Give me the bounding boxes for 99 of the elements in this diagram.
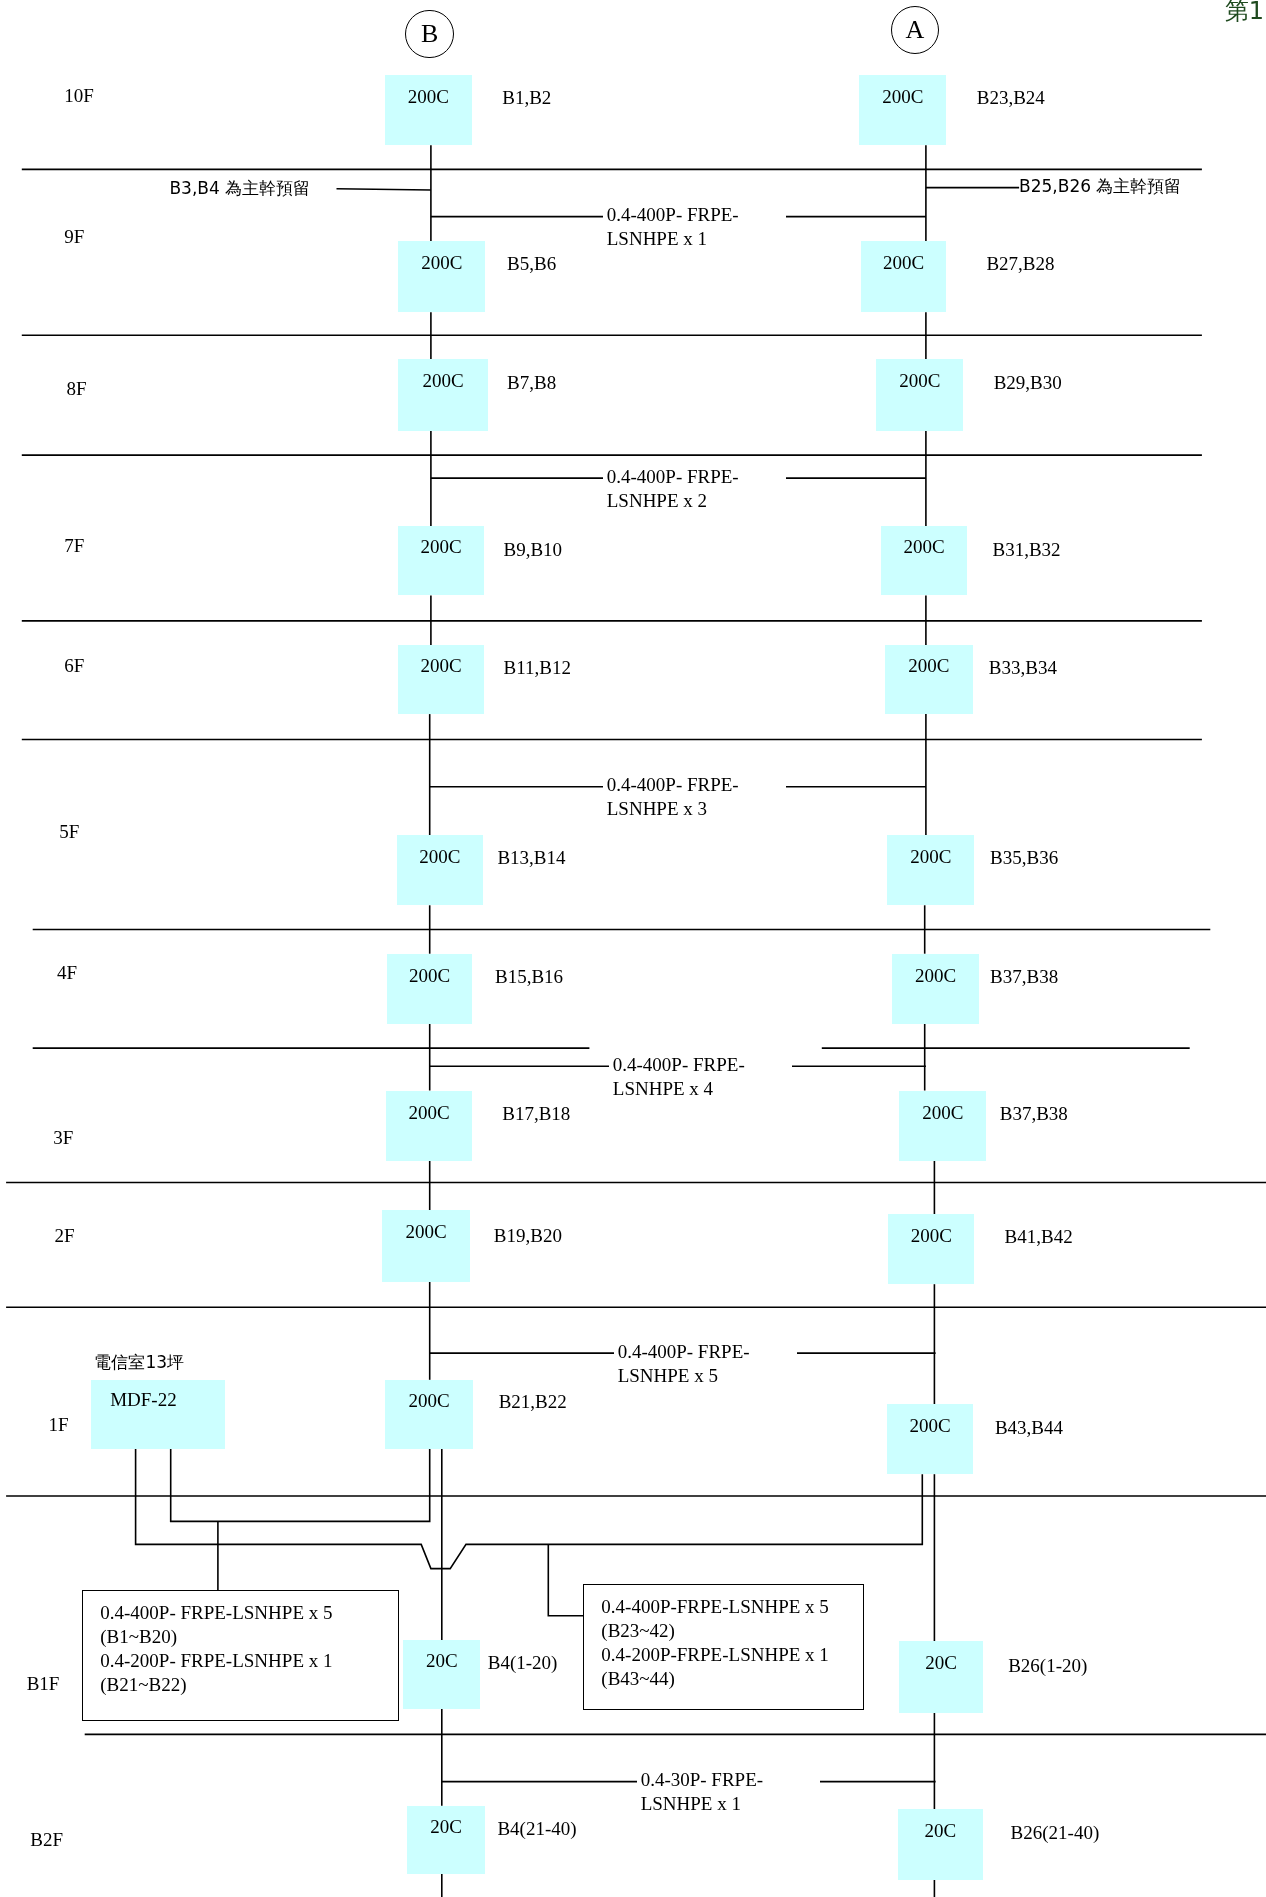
riser-cable — [428, 1280, 431, 1381]
riser-cable — [933, 1159, 936, 1215]
distribution-box: 200C — [881, 526, 968, 596]
cable-spec-text: 0.4-400P- FRPE-LSNHPE x 5 (B1~B20) — [100, 1601, 334, 1650]
floor-label: 7F — [64, 534, 85, 557]
cable-pair-label: B35,B36 — [990, 847, 1059, 870]
note-text: B25,B26 為主幹預留 — [1019, 175, 1182, 200]
cable-pair-label: B26(21-40) — [1010, 1821, 1100, 1844]
cable-pair-label: B37,B38 — [990, 965, 1059, 988]
riser-cable — [430, 594, 432, 646]
room-heading: 電信室13坪 — [94, 1350, 185, 1374]
distribution-box: 200C — [398, 645, 485, 715]
cable-pair-label: B21,B22 — [498, 1390, 567, 1413]
floor-label: 6F — [64, 654, 85, 677]
cable-pair-label: B27,B28 — [986, 252, 1055, 275]
leader-line — [335, 188, 432, 191]
cable-pair-label: B9,B10 — [503, 538, 563, 561]
cable-pair-label: B41,B42 — [1004, 1226, 1073, 1249]
riser-cable — [441, 1872, 443, 1897]
riser-cable — [925, 430, 927, 528]
cable-pair-label: B5,B6 — [507, 252, 557, 275]
cable-pair-label: B43,B44 — [994, 1417, 1063, 1440]
floor-label: B2F — [30, 1828, 63, 1851]
distribution-box: 200C — [899, 1090, 987, 1161]
riser-cable — [428, 904, 431, 955]
riser-cable — [923, 1023, 926, 1092]
floor-label: 1F — [48, 1413, 69, 1436]
riser-cable — [925, 144, 927, 242]
floor-label: 10F — [64, 84, 94, 107]
floor-label: 3F — [53, 1126, 74, 1149]
cable-pair-label: B29,B30 — [993, 371, 1062, 394]
cable-pair-label: B1,B2 — [502, 87, 552, 110]
distribution-box: 200C — [386, 1090, 472, 1161]
leader-line — [217, 1520, 219, 1592]
cable-pair-label: B26(1-20) — [1008, 1654, 1088, 1677]
distribution-box: 20C — [403, 1640, 481, 1709]
floor-label: 9F — [64, 226, 85, 249]
cable-pair-label: B11,B12 — [503, 657, 571, 680]
distribution-box: 200C — [859, 75, 947, 146]
cable-pair-label: B4(1-20) — [487, 1652, 558, 1675]
riser-cable — [430, 430, 432, 528]
cable-pair-label: B7,B8 — [507, 371, 557, 394]
distribution-box: 200C — [398, 359, 488, 431]
distribution-box: 200C — [397, 835, 483, 906]
cable-pair-label: B37,B38 — [999, 1102, 1068, 1125]
distribution-box: 200C — [860, 240, 947, 313]
distribution-box: 200C — [398, 240, 486, 313]
riser-cable — [925, 594, 927, 646]
cable-pair-label: B17,B18 — [502, 1102, 571, 1125]
distribution-box: 200C — [382, 1210, 470, 1282]
floor-label: B1F — [26, 1672, 60, 1695]
riser-cable — [933, 1711, 936, 1811]
riser-cable — [428, 1023, 431, 1092]
cable-spec-text: 0.4-200P- FRPE-LSNHPE x 1 (B21~B22) — [100, 1649, 334, 1698]
riser-cable — [933, 1473, 936, 1642]
distribution-box: 200C — [876, 359, 964, 431]
cable-pair-label: B23,B24 — [976, 87, 1045, 110]
leader-line — [925, 186, 1020, 189]
distribution-box: 200C — [387, 953, 472, 1024]
distribution-box: 200C — [887, 1403, 974, 1475]
distribution-box: 200C — [398, 526, 485, 596]
floor-label: 4F — [56, 962, 77, 985]
riser-cable — [923, 904, 926, 955]
distribution-box: 20C — [899, 1641, 983, 1713]
distribution-frame-box: MDF-22 — [90, 1379, 226, 1449]
riser-cable — [933, 1283, 936, 1405]
cable-pair-label: B15,B16 — [495, 965, 564, 988]
riser-cable — [428, 1159, 431, 1212]
leader-line — [547, 1543, 585, 1617]
riser-cable — [925, 713, 927, 836]
cable-spec-text: 0.4-400P-FRPE-LSNHPE x 5 (B23~42) — [601, 1595, 830, 1643]
cable-route — [169, 1448, 431, 1523]
cable-route — [134, 1448, 924, 1570]
page-number: 第1 — [1224, 0, 1265, 28]
cable-pair-label: B31,B32 — [992, 538, 1061, 561]
note-text: B3,B4 為主幹預留 — [169, 176, 311, 201]
distribution-box: 200C — [884, 645, 974, 715]
distribution-box: 200C — [384, 1379, 474, 1449]
riser-cable — [428, 713, 431, 836]
distribution-box: 200C — [892, 953, 980, 1024]
cable-pair-label: B4(21-40) — [497, 1817, 577, 1840]
riser-cable — [430, 311, 432, 361]
riser-cable — [441, 1708, 443, 1807]
distribution-box: 200C — [384, 75, 472, 146]
cable-pair-label: B13,B14 — [497, 847, 566, 870]
floor-label: 8F — [66, 377, 87, 400]
distribution-box: 20C — [898, 1809, 983, 1880]
cable-spec-text: 0.4-200P-FRPE-LSNHPE x 1 (B43~44) — [601, 1643, 830, 1691]
floor-label: 2F — [54, 1224, 75, 1247]
riser-cable — [933, 1878, 936, 1897]
distribution-box: 200C — [888, 1213, 975, 1285]
floor-label: 5F — [59, 820, 80, 843]
distribution-box: 20C — [406, 1805, 486, 1874]
riser-cable — [430, 144, 432, 242]
riser-cable — [925, 311, 927, 361]
distribution-box: 200C — [887, 835, 975, 906]
cable-pair-label: B19,B20 — [493, 1224, 562, 1247]
riser-cable — [441, 1448, 443, 1641]
cable-pair-label: B33,B34 — [988, 657, 1057, 680]
